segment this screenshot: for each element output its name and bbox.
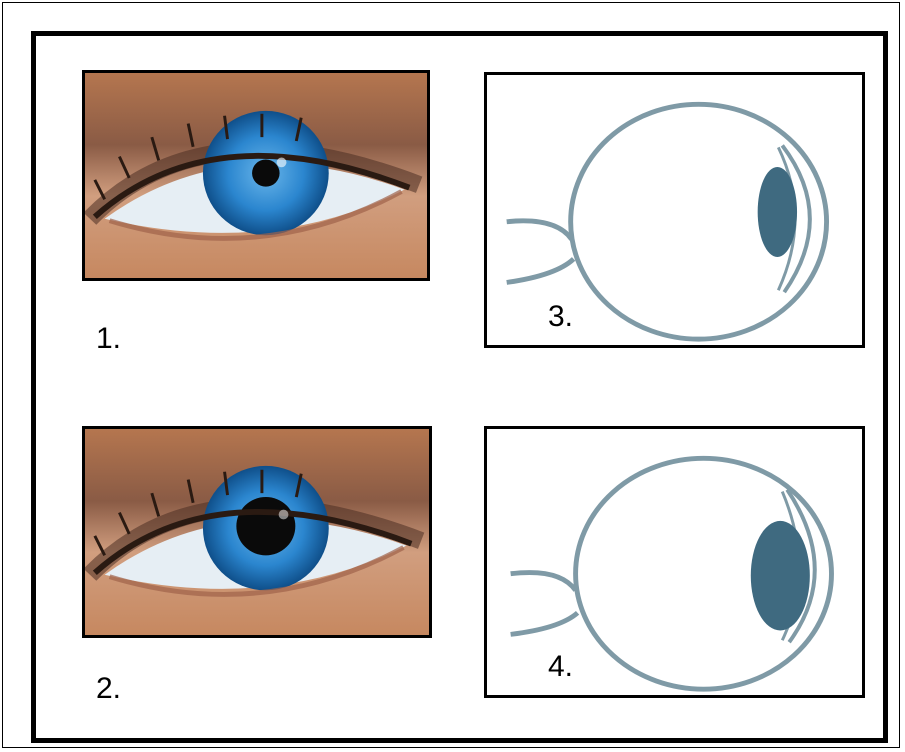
eye-photo-illustration: [85, 73, 427, 278]
label-2: 2.: [96, 672, 121, 706]
eyeball-diagram-thick-lens: [484, 426, 865, 698]
eye-photo-constricted: [82, 70, 430, 281]
eyeball-cross-section: [487, 429, 862, 695]
label-1: 1.: [96, 322, 121, 356]
eye-photo-dilated: [82, 426, 432, 638]
eyeball-cross-section: [487, 75, 862, 345]
label-4: 4.: [548, 650, 573, 684]
eyeball-diagram-thin-lens: [484, 72, 865, 348]
label-3: 3.: [548, 300, 573, 334]
eye-photo-illustration: [85, 429, 429, 635]
